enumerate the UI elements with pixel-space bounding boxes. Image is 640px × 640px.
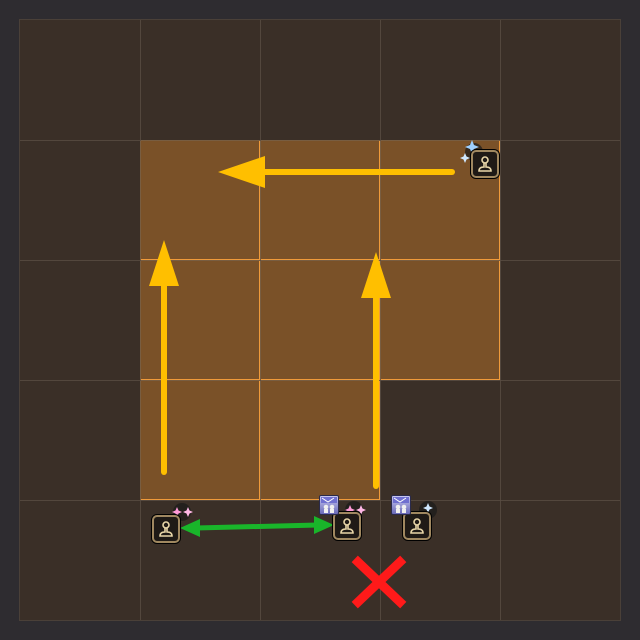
person-icon [159,521,173,537]
party-buff-icon [391,495,411,515]
person-icon [410,518,424,534]
grid-line-horizontal [20,260,620,261]
highlighted-cell [140,140,260,260]
highlighted-cell [260,380,380,500]
player-marker-bottom-left[interactable] [152,515,180,543]
player-marker-top-right[interactable] [471,150,499,178]
highlighted-cell [140,380,260,500]
highlighted-cell [140,260,260,380]
person-icon [340,518,354,534]
person-icon [478,156,492,172]
grid-line-vertical [500,20,501,620]
player-marker-bottom-center[interactable] [333,512,361,540]
highlighted-cell [260,140,380,260]
grid-line-horizontal [20,380,620,381]
highlighted-cell [260,260,380,380]
arena-floor [20,20,620,620]
highlighted-cell [380,260,500,380]
grid-line-vertical [260,20,261,620]
player-marker-bottom-right[interactable] [403,512,431,540]
grid-line-vertical [380,20,381,620]
party-buff-icon [319,495,339,515]
grid-line-vertical [140,20,141,620]
grid-line-horizontal [20,140,620,141]
